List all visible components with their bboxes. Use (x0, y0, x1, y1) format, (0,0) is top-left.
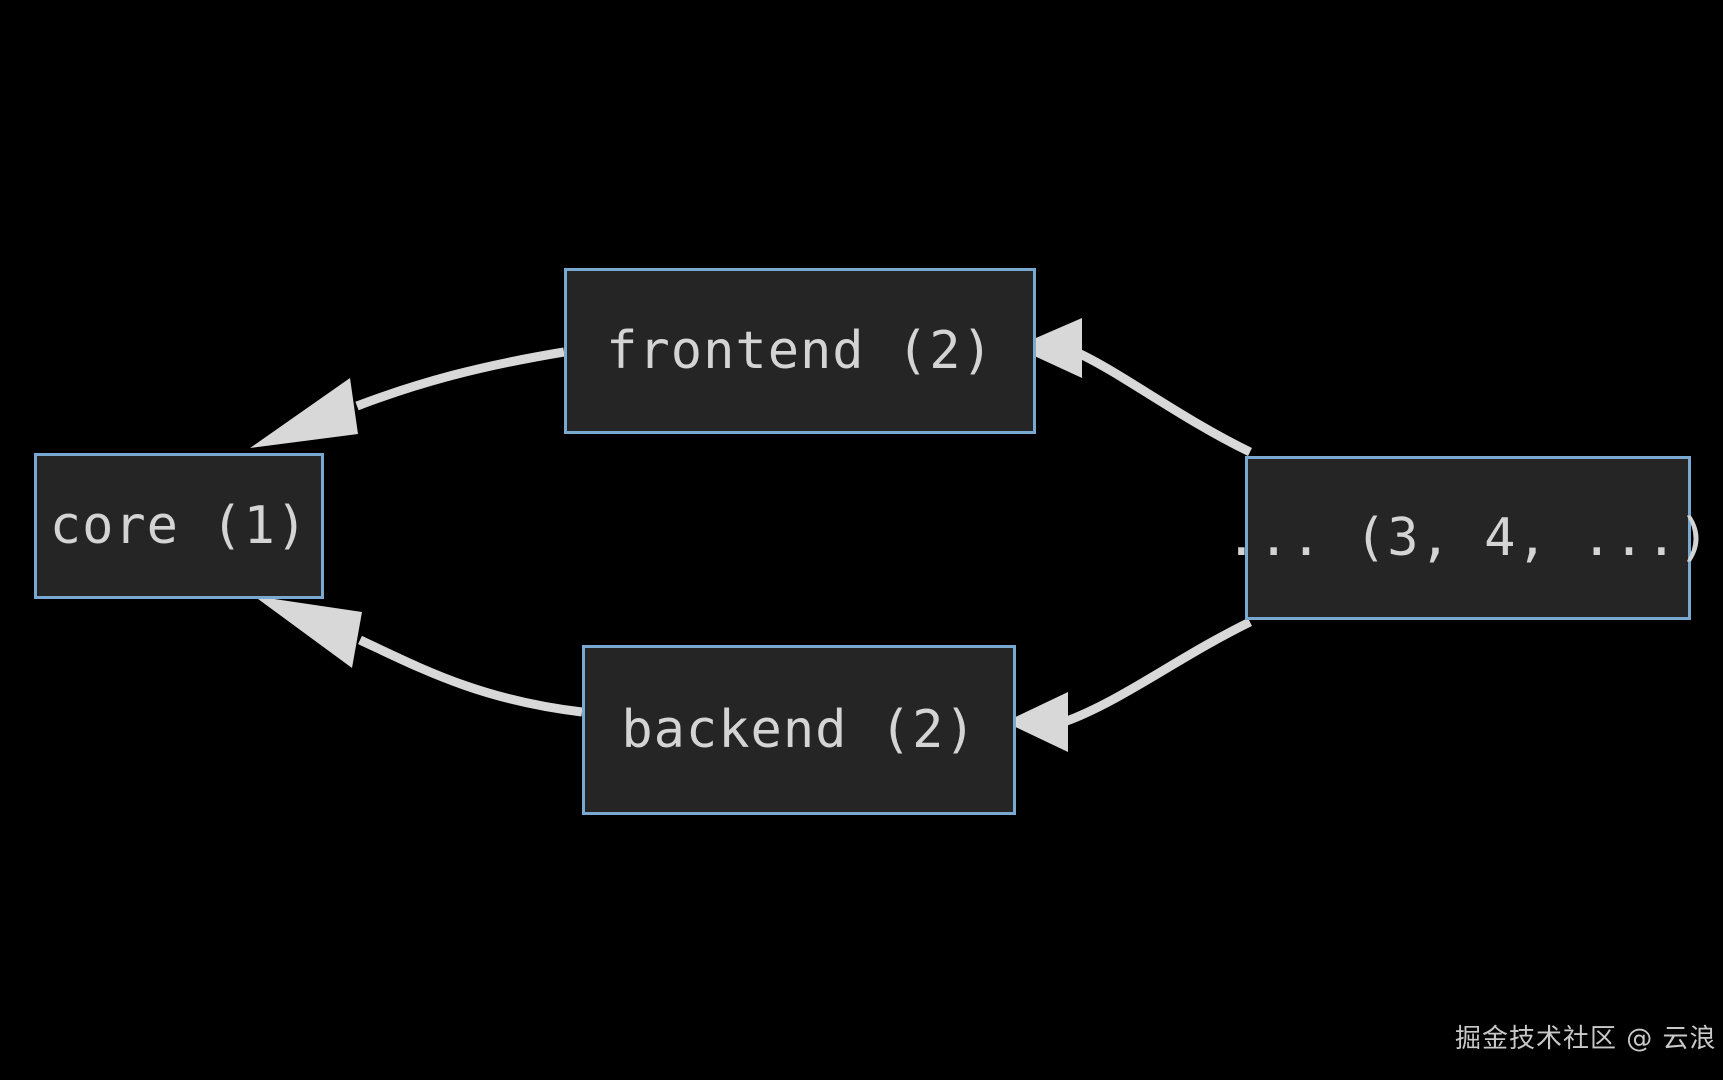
arrowhead-icon (254, 596, 362, 668)
node-others[interactable]: ... (3, 4, ...) (1226, 456, 1709, 620)
node-backend-label: backend (2) (621, 700, 977, 760)
arrowhead-icon (250, 378, 358, 448)
edge-others-to-backend (1005, 617, 1252, 752)
node-frontend[interactable]: frontend (2) (564, 268, 1036, 434)
edge-frontend-to-core (250, 347, 565, 448)
edge-others-to-frontend (1015, 318, 1252, 457)
edge-path (355, 347, 565, 411)
edge-path (1074, 347, 1252, 457)
node-core[interactable]: core (1) (34, 453, 324, 599)
node-others-label: ... (3, 4, ...) (1225, 508, 1711, 568)
node-core-label: core (1) (49, 496, 309, 556)
node-backend[interactable]: backend (2) (582, 645, 1016, 815)
edge-backend-to-core (254, 596, 583, 717)
edge-path (358, 635, 583, 717)
watermark-text: 掘金技术社区 @ 云浪 (1455, 1024, 1717, 1054)
node-frontend-label: frontend (2) (606, 321, 994, 381)
edge-path (1062, 617, 1252, 727)
